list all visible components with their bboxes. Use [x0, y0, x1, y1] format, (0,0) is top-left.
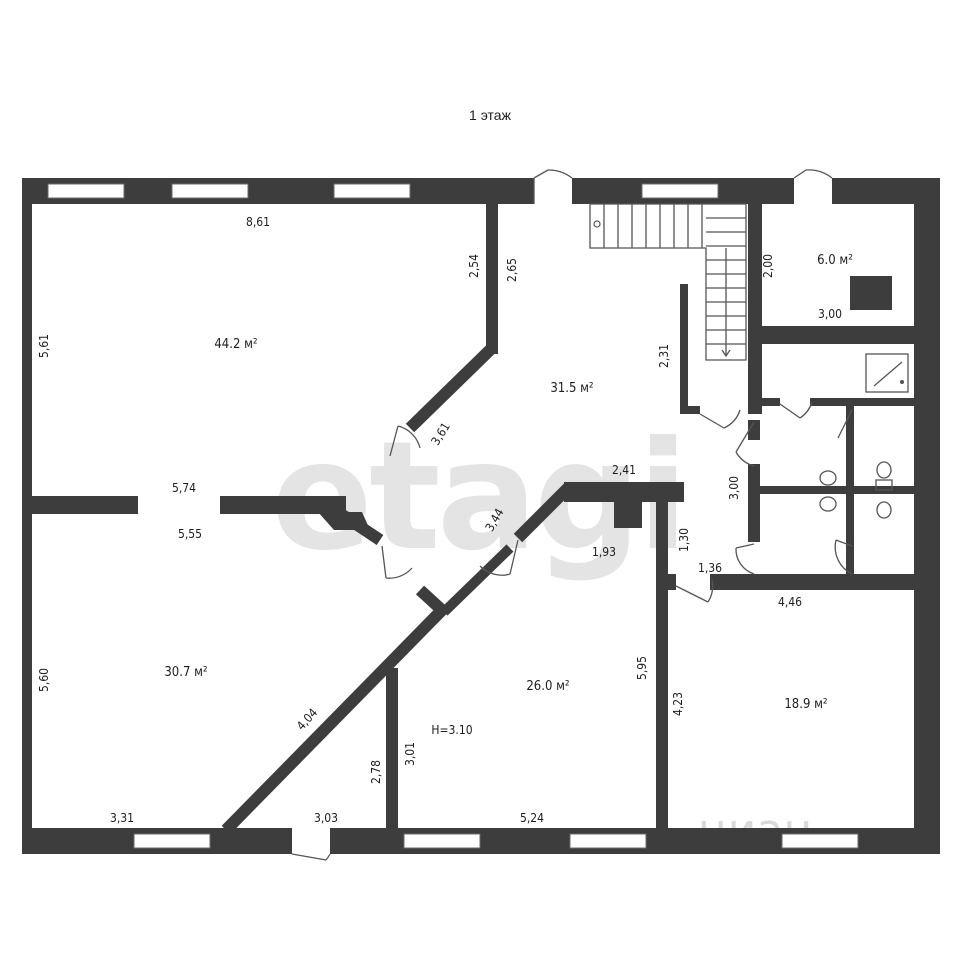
- dim-label: 5,95: [635, 656, 649, 680]
- dim-label: 1,36: [698, 561, 722, 575]
- dim-label: 3,03: [314, 811, 338, 825]
- dim-label: 4,04: [294, 706, 321, 733]
- dim-label: 2,65: [505, 258, 519, 282]
- room-area-31: 31.5 м²: [550, 381, 593, 396]
- dim-label: 3,00: [727, 476, 741, 500]
- floor-title: 1 этаж: [469, 107, 512, 123]
- dim-label: 1,93: [592, 545, 616, 559]
- dim-label: 2,31: [657, 344, 671, 368]
- dim-label: 5,24: [520, 811, 544, 825]
- windows: [47, 183, 859, 849]
- dim-label: 5,60: [37, 668, 51, 692]
- staircase: [589, 203, 747, 361]
- room-area-26: 26.0 м²: [526, 679, 569, 694]
- dim-label: 8,61: [246, 215, 270, 229]
- dim-label: 2,00: [761, 254, 775, 278]
- dim-label: 1,30: [677, 528, 691, 552]
- room-area-44: 44.2 м²: [214, 337, 257, 352]
- dim-label: 4,23: [671, 692, 685, 716]
- dim-label: 5,55: [178, 527, 202, 541]
- room-area-30: 30.7 м²: [164, 665, 207, 680]
- dim-label: 5,74: [172, 481, 196, 495]
- room-area-18: 18.9 м²: [784, 697, 827, 712]
- dim-label: 2,54: [467, 254, 481, 278]
- interior-walls: [32, 204, 914, 835]
- room-area-6: 6.0 м²: [817, 253, 853, 268]
- dim-label: 5,61: [37, 334, 51, 358]
- plumbing-fixtures: [819, 353, 909, 519]
- interior-doors: [381, 401, 853, 603]
- ceiling-height: H=3.10: [431, 723, 472, 737]
- dim-label: 4,46: [778, 595, 802, 609]
- dim-label: 2,41: [612, 463, 636, 477]
- dim-label: 2,78: [369, 760, 383, 784]
- dim-label: 3,00: [818, 307, 842, 321]
- dim-label: 3,31: [110, 811, 134, 825]
- entry-doors: [291, 169, 833, 861]
- dim-label: 3,01: [403, 742, 417, 766]
